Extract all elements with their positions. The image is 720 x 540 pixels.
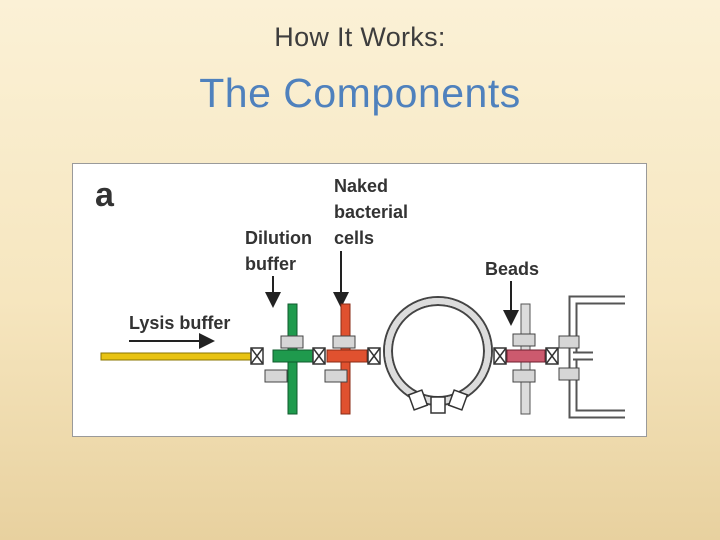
beads-label: Beads — [485, 259, 539, 279]
lysis-label: Lysis buffer — [129, 313, 230, 333]
lysis-buffer-channel — [100, 352, 252, 361]
clamp-4 — [493, 347, 507, 365]
naked-label-line3: cells — [334, 228, 374, 248]
bead-valve — [506, 303, 546, 415]
slide-title: The Components — [199, 70, 521, 116]
clamp-1 — [250, 347, 264, 365]
slide-subtitle: How It Works: — [274, 22, 446, 52]
dilution-label-line1: Dilution — [245, 228, 312, 248]
naked-label-line1: Naked — [334, 176, 388, 196]
naked-label-line2: bacterial — [334, 202, 408, 222]
panel-letter: a — [95, 176, 115, 214]
clamp-5 — [545, 347, 559, 365]
cells-valve — [324, 303, 368, 415]
microfluidic-diagram: a Naked bacterial cells Dilution buffer … — [72, 163, 647, 437]
clamp-3 — [367, 347, 381, 365]
dilution-valve — [264, 303, 314, 415]
outlet-channel — [558, 295, 625, 419]
clamp-2 — [312, 347, 326, 365]
diagram-canvas: a Naked bacterial cells Dilution buffer … — [95, 176, 625, 419]
dilution-label-line2: buffer — [245, 254, 296, 274]
incubation-ring — [383, 296, 493, 414]
